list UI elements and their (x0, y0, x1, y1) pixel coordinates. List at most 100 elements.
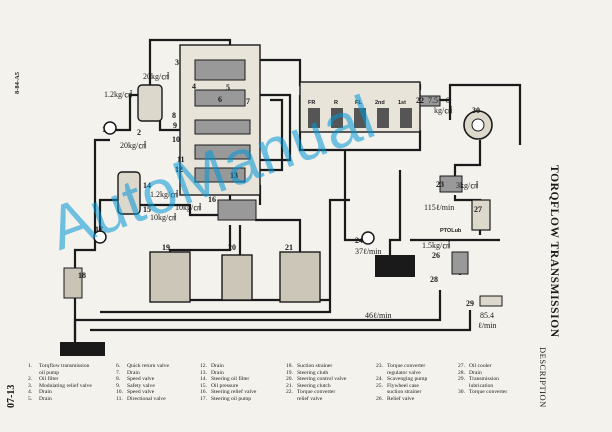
callout-number: 18 (78, 271, 86, 280)
callout-number: 19 (162, 243, 170, 252)
steering-control-valve (221, 254, 253, 301)
flywheel-case-strainer (375, 255, 415, 277)
flow-label: 37ℓ/min (355, 247, 382, 256)
clutch-pistons (308, 108, 412, 128)
legend-item: 27.Oil cooler (458, 363, 492, 369)
callout-number: 21 (285, 243, 293, 252)
clutch-label-fl: FL (355, 100, 362, 106)
legend-item: 29.Transmission (458, 376, 499, 383)
legend-item: 25.Flywheel case (376, 382, 419, 389)
callout-numbers: 1 2 3 4 5 6 7 8 9 10 11 12 13 14 15 16 1… (78, 58, 482, 308)
valve-return-1 (250, 93, 292, 162)
return-line-3 (100, 198, 350, 314)
legend-item: 15.Oil pressure (200, 382, 239, 389)
callout-number: 23 (436, 180, 444, 189)
flow-label: 85.4 (480, 311, 494, 320)
legend-item: 20.Steering control valve (286, 376, 347, 383)
scavenging-pump (361, 231, 375, 245)
callout-number: 7 (246, 97, 250, 106)
steering-filter-line (135, 203, 225, 217)
legend-item: 6.Quick return valve (116, 363, 169, 369)
callout-number: 30 (472, 106, 480, 115)
callout-number: 15 (143, 205, 151, 214)
valve-return-2 (240, 98, 284, 172)
oil-pump-1 (103, 121, 117, 135)
oil-tank (60, 342, 105, 356)
clutch-label-r: R (334, 100, 338, 106)
legend-item: suction strainer (387, 389, 422, 396)
pressure-label: 1.2kg/㎠ (150, 190, 178, 199)
flow-label: ℓ/min (478, 321, 497, 330)
steering-to-clutch21 (255, 218, 302, 265)
callout-number: 29 (466, 299, 474, 308)
legend-item: 10.Speed valve (116, 389, 155, 396)
pressure-label: 3kg/㎠ (456, 181, 478, 190)
pressure-label: 1.5kg/㎠ (422, 241, 450, 250)
converter-relief-valve (419, 95, 441, 107)
legend-item: oil pump (39, 369, 60, 376)
legend-item: 26.Relief valve (376, 395, 415, 402)
clutch-label-1st: 1st (398, 100, 406, 106)
legend-item: 13.Drain (200, 369, 224, 376)
steering-relief-valve (217, 199, 257, 221)
legend-item: 16.Steering relief valve (200, 389, 257, 396)
legend-column: 23.Torque converter regulator valve 24.S… (376, 363, 427, 403)
callout-number: 12 (175, 165, 183, 174)
quick-return-valve (194, 89, 246, 107)
callout-number: 5 (226, 83, 230, 92)
callout-number: 20 (228, 243, 236, 252)
converter-regulator-valve (439, 175, 463, 193)
callout-number: 6 (218, 95, 222, 104)
callout-number: 22 (416, 96, 424, 105)
legend-column: 1.Torqflow transmission oil pump 2.Oil f… (28, 363, 92, 403)
pressure-label: kg/㎠ (434, 106, 452, 115)
directional-valve (194, 167, 246, 183)
torque-converter-hub (471, 118, 485, 132)
legend-column: 6.Quick return valve 7.Drain 8.Speed val… (116, 363, 169, 403)
legend-item: 18.Suction strainer (286, 363, 333, 369)
parts-legend: 1.Torqflow transmission oil pump 2.Oil f… (28, 363, 548, 429)
ptolub-tag: PTOLub (440, 228, 462, 234)
legend-item: 7.Drain (116, 369, 140, 376)
clutch-label-2nd: 2nd (375, 100, 385, 106)
legend-item: lubrication (469, 382, 494, 389)
legend-item: 5.Drain (28, 395, 52, 402)
callout-number: 3 (175, 58, 179, 67)
flywheel-line (343, 150, 370, 242)
legend-column: 18.Suction strainer 19.Steering cluth 20… (286, 363, 346, 403)
flow-label: 46ℓ/min (365, 311, 392, 320)
legend-column: 12.Drain 13.Drain 14.Steering oil filter… (200, 363, 256, 403)
speed-valve (194, 119, 251, 135)
callout-number: 9 (173, 121, 177, 130)
legend-item: 14.Steering oil filter (200, 376, 250, 383)
legend-item: 11.Directional valve (116, 395, 166, 402)
callout-number: 13 (230, 171, 238, 180)
legend-item: 22.Torque converter (286, 389, 336, 396)
legend-item: regulator valve (387, 369, 421, 376)
return-line-2 (90, 310, 472, 332)
steering-oil-filter (117, 171, 141, 215)
steering-clutch-19 (149, 251, 191, 303)
legend-item: 4.Drain (28, 389, 52, 396)
legend-item: 19.Steering cluth (286, 369, 329, 376)
converter-outlet (448, 83, 522, 145)
callout-number: 11 (177, 155, 185, 164)
steering-oil-pump (93, 230, 107, 244)
callout-number: 8 (172, 111, 176, 120)
legend-item: 21.Steering clutch (286, 382, 331, 389)
pressure-label: 1.2kg/㎠ (104, 90, 132, 99)
pressure-label: 10kg/㎠ (150, 213, 176, 222)
legend-item: 3.Modulating relief valve (28, 382, 92, 389)
legend-item: 24.Scavenging pump (376, 376, 428, 383)
modulating-relief-valve (194, 59, 246, 81)
page-number: 07-13 (6, 384, 17, 408)
page-code: 8-84-A5 (14, 71, 21, 94)
callout-number: 14 (143, 181, 151, 190)
callout-number: 2 (137, 128, 141, 137)
clutch-label-fr: FR (308, 100, 315, 106)
callout-number: 17 (95, 225, 103, 234)
legend-item: 9.Safety valve (116, 382, 155, 389)
callout-number: 26 (432, 251, 440, 260)
